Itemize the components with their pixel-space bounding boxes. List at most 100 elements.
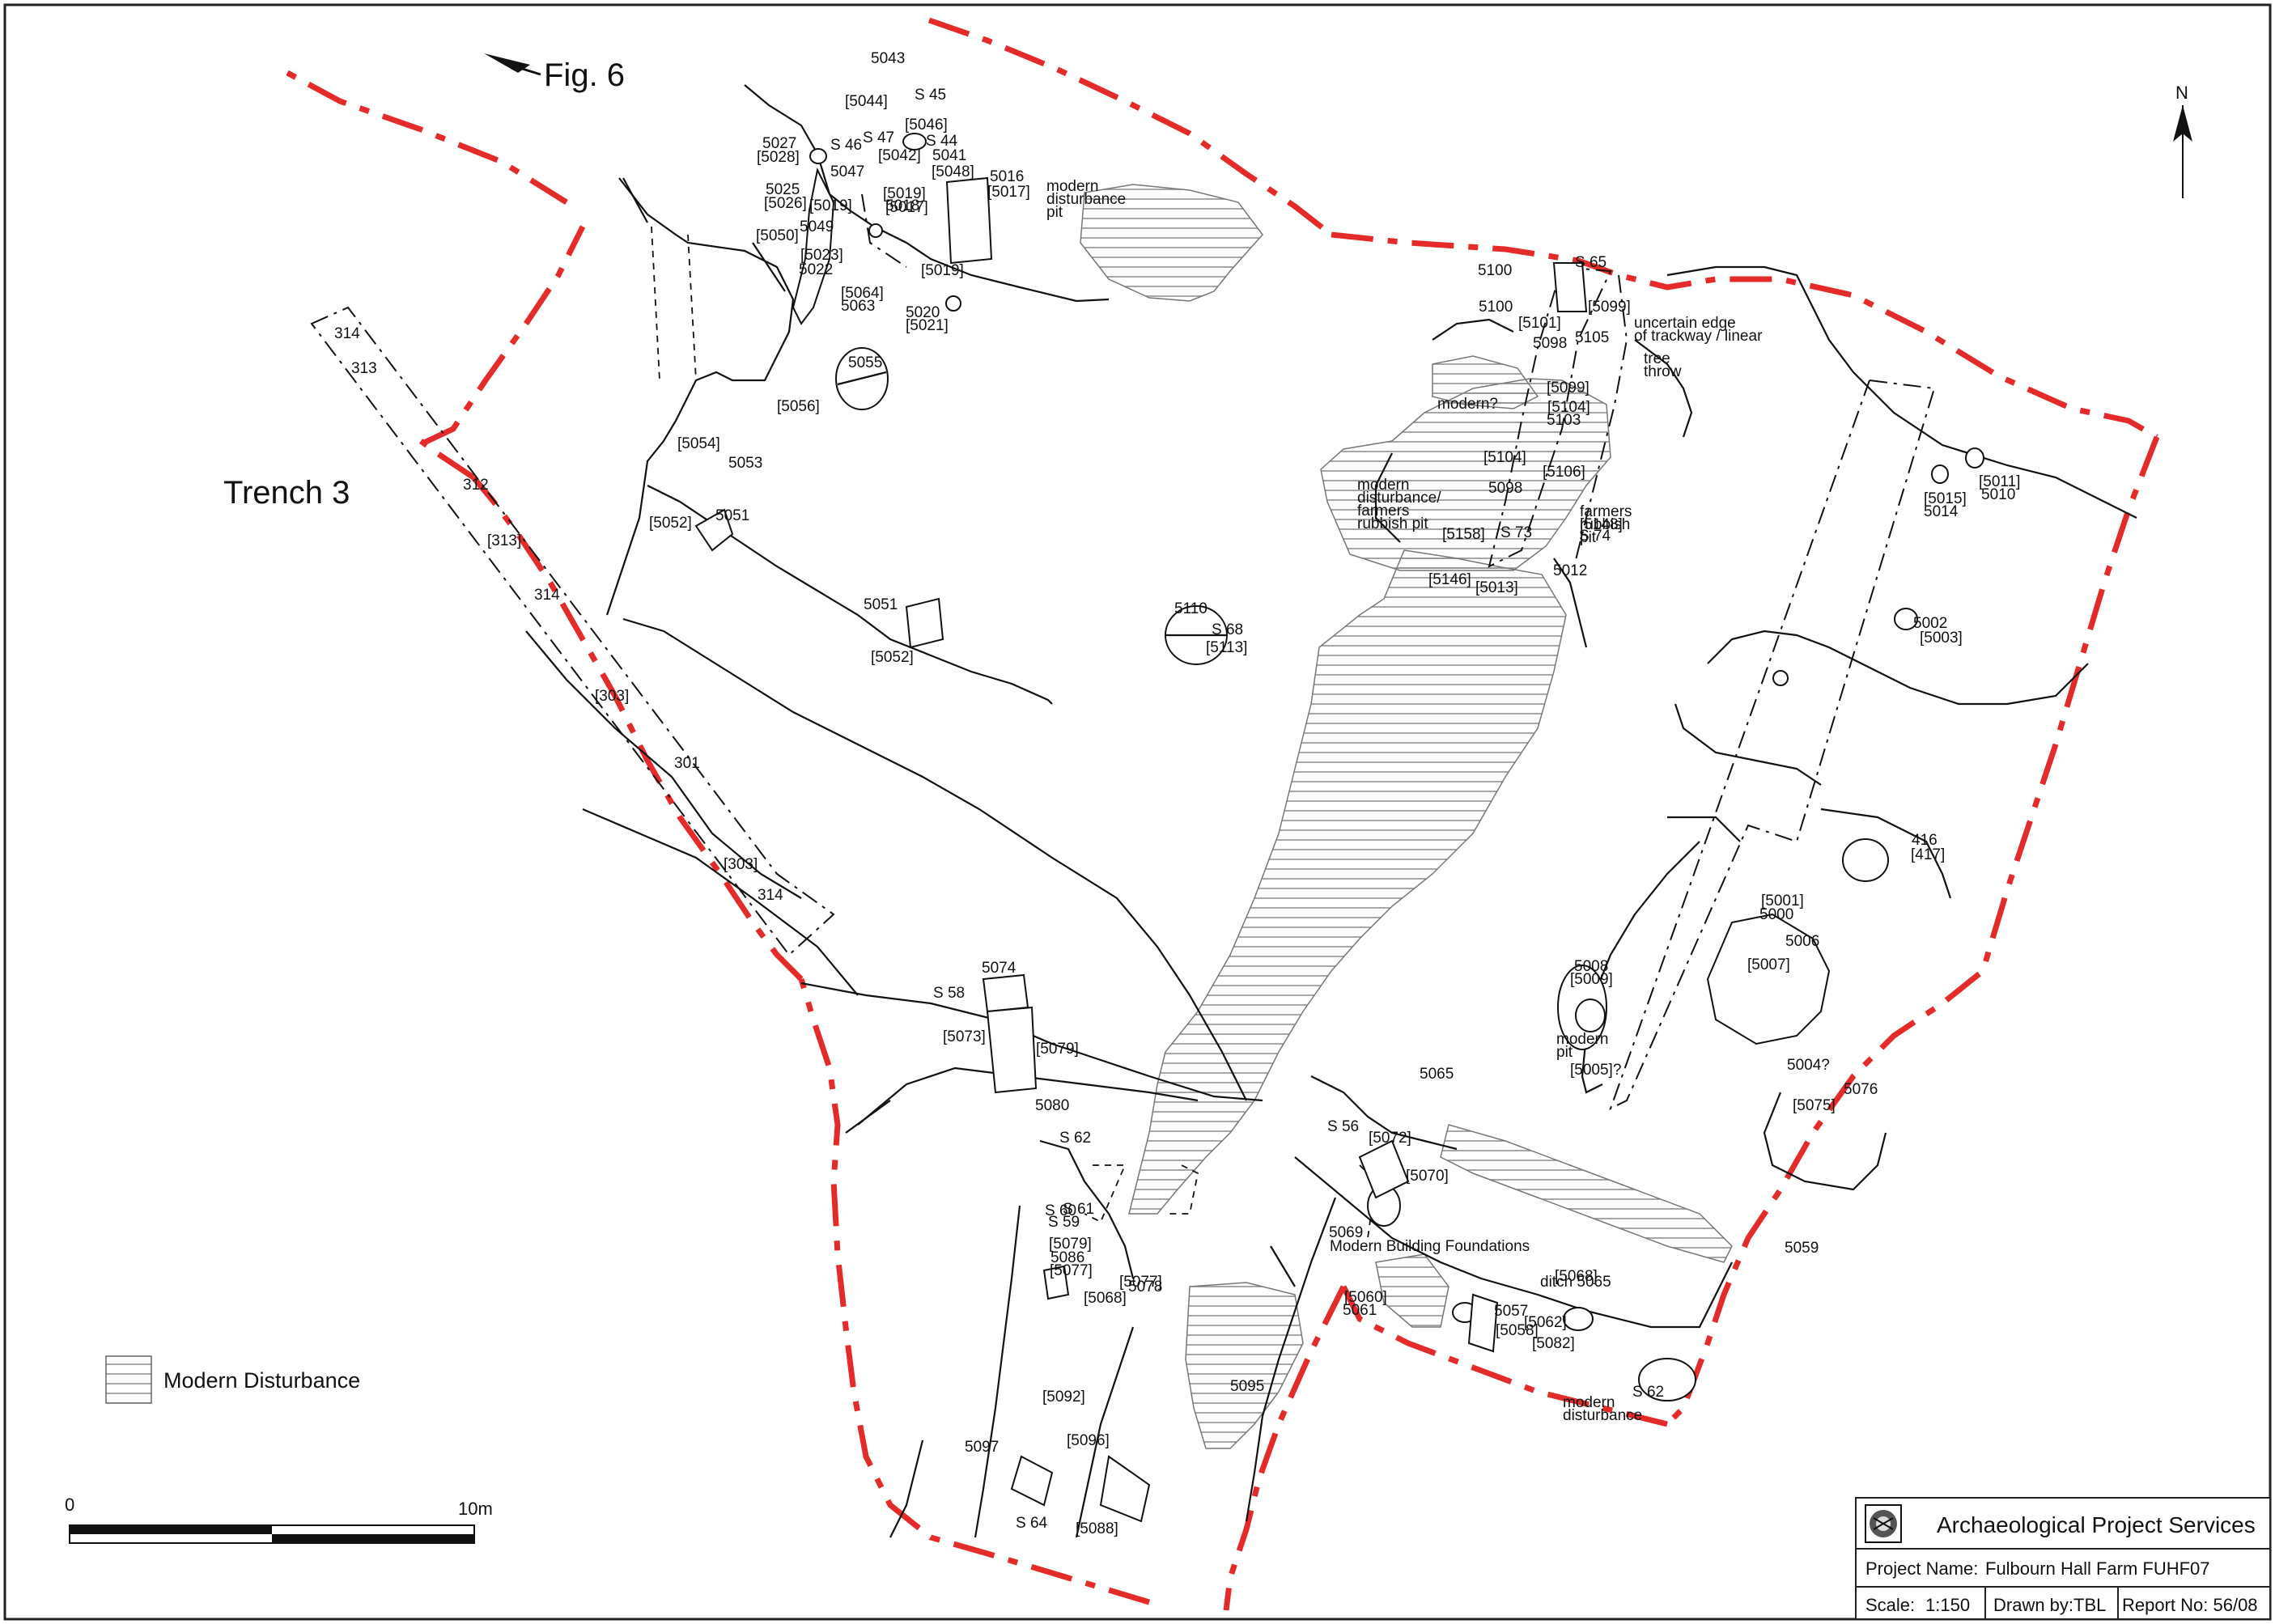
context-label: [5113] <box>1206 639 1247 656</box>
context-label: [5072] <box>1369 1130 1411 1147</box>
context-label: 5012 <box>1553 562 1587 579</box>
modern-disturbance-areas <box>1080 184 1733 1449</box>
context-label: [5077] <box>1119 1274 1162 1291</box>
fig-reference-label: Fig. 6 <box>544 57 625 93</box>
context-label: 314 <box>758 887 783 904</box>
context-annotations: 5043[5044]S 45[5046]S 44S 47[5042]504150… <box>334 50 2020 1537</box>
context-label: S 74 <box>1579 528 1611 545</box>
context-label: 5006 <box>1785 933 1819 950</box>
context-label: Modern Building Foundations <box>1330 1238 1530 1255</box>
context-label: [5005]? <box>1570 1062 1621 1079</box>
context-label: [5106] <box>1543 464 1585 481</box>
drawn-by: Drawn by:TBL <box>1993 1595 2106 1615</box>
context-label: ditch 5065 <box>1540 1274 1611 1291</box>
context-label: 5000 <box>1759 906 1793 923</box>
scale-bar-end: 10m <box>458 1499 493 1519</box>
context-label: 314 <box>534 587 560 604</box>
context-label: S 68 <box>1212 621 1243 638</box>
context-label: [5096] <box>1067 1432 1110 1449</box>
context-label: [5042] <box>878 147 921 164</box>
context-label: 5016 <box>990 168 1024 185</box>
context-label: 5027 <box>762 135 796 152</box>
context-label: modern? <box>1437 396 1498 413</box>
context-label: [5058] <box>1496 1322 1539 1339</box>
context-label: [5044] <box>845 93 888 110</box>
context-label: [5079] <box>1049 1236 1092 1253</box>
context-label: [5050] <box>756 227 799 244</box>
context-label: 5041 <box>932 147 966 164</box>
context-label: [5104] <box>1483 449 1526 466</box>
context-label: 5010 <box>1981 486 2015 503</box>
context-label: 5095 <box>1230 1378 1264 1395</box>
excavation-outlines <box>525 84 2137 1538</box>
context-label: [5073] <box>943 1028 986 1045</box>
fig-arrow-icon <box>484 53 530 73</box>
context-label: 5014 <box>1924 503 1959 520</box>
trench-sections <box>310 193 1936 1239</box>
context-label: 5061 <box>1343 1302 1377 1319</box>
limit-of-excavation <box>286 17 2160 1611</box>
context-label: 5051 <box>864 596 898 613</box>
context-label: S 62 <box>1632 1384 1664 1401</box>
context-label: 5076 <box>1844 1081 1878 1098</box>
context-label: [5060] <box>1344 1289 1387 1306</box>
context-label: [5077] <box>1050 1262 1093 1279</box>
context-label: 5098 <box>1533 335 1567 352</box>
context-label: [5013] <box>1475 579 1518 596</box>
context-label: [5148] <box>1580 516 1623 533</box>
context-label: 5069 <box>1329 1224 1363 1241</box>
north-arrow: N <box>2173 83 2192 198</box>
context-label: [5075] <box>1793 1097 1836 1114</box>
context-label: 5055 <box>848 354 882 371</box>
context-label: [5019] <box>809 197 852 214</box>
context-label: [5048] <box>932 163 974 180</box>
context-label: 5100 <box>1478 262 1512 279</box>
context-label: 5097 <box>965 1439 999 1456</box>
context-label: S 44 <box>926 133 958 150</box>
context-label: [5026] <box>764 195 807 212</box>
context-label: [5068] <box>1555 1268 1598 1285</box>
legend: Modern Disturbance <box>105 1355 360 1404</box>
north-arrow-icon <box>2173 105 2192 142</box>
context-label: 312 <box>463 477 489 494</box>
context-label: 301 <box>674 755 700 772</box>
context-label: 5065 <box>1420 1066 1454 1083</box>
context-label: S 64 <box>1016 1515 1048 1532</box>
context-label: [5092] <box>1042 1389 1085 1406</box>
context-label: S 58 <box>933 985 965 1002</box>
context-label: 5004? <box>1787 1057 1830 1074</box>
company-name: Archaeological Project Services <box>1937 1512 2256 1537</box>
context-label: 5049 <box>800 218 834 235</box>
context-label: [5046] <box>905 117 948 134</box>
context-label: 5022 <box>799 261 833 278</box>
context-label: [5052] <box>871 649 914 666</box>
trench-label: Trench 3 <box>223 475 350 511</box>
context-label: 313 <box>351 360 377 377</box>
context-label: 5047 <box>830 163 864 180</box>
context-label: 5057 <box>1494 1303 1528 1320</box>
scale-label: Scale: <box>1865 1595 1915 1615</box>
context-label: [5101] <box>1518 315 1561 332</box>
scale-bar: 0 10m <box>65 1495 493 1544</box>
context-label: 5053 <box>728 455 762 472</box>
context-label: S 59 <box>1048 1214 1080 1231</box>
context-label: [5062] <box>1524 1314 1567 1331</box>
north-label: N <box>2175 83 2188 103</box>
context-label: [5158] <box>1442 526 1485 543</box>
context-label: 5098 <box>1488 480 1522 497</box>
context-label: 314 <box>334 325 360 342</box>
context-label: [5056] <box>777 398 820 415</box>
context-label: [5104] <box>1547 399 1590 416</box>
context-label: [5064] <box>841 285 884 302</box>
context-label: 5018 <box>885 197 919 214</box>
context-label: 5051 <box>715 507 749 524</box>
context-label: S 46 <box>830 137 862 154</box>
context-label: [5015] <box>1924 490 1967 507</box>
context-label: [5054] <box>677 435 720 452</box>
